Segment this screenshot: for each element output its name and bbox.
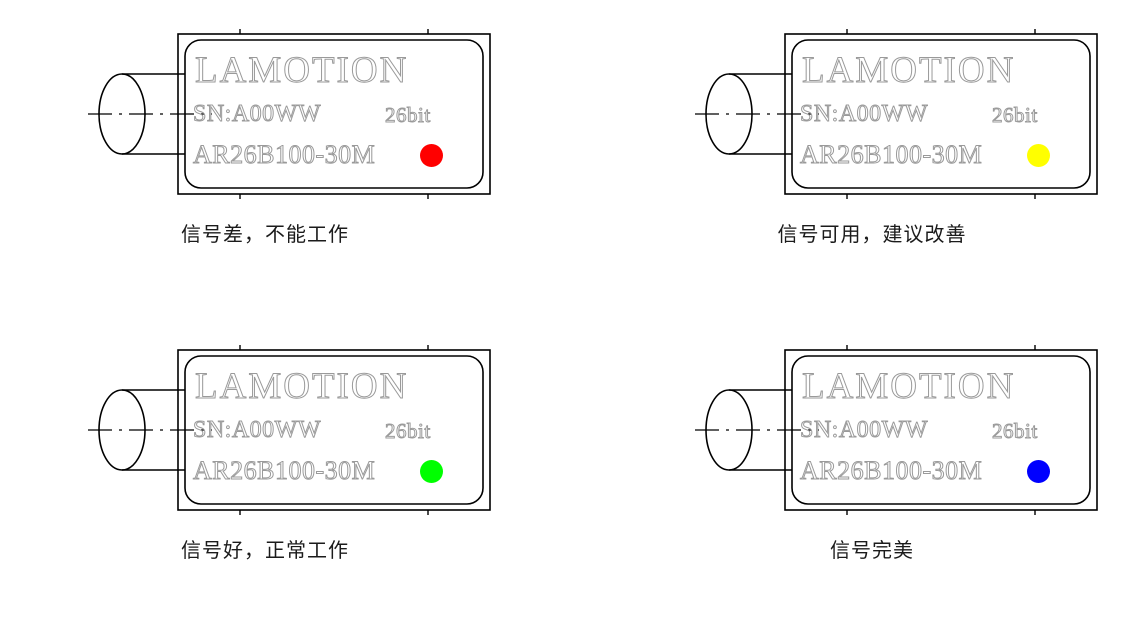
- encoder-outline-svg: [695, 29, 1098, 199]
- housing-inner-rect: [791, 355, 1091, 505]
- encoder-device-drawing: LAMOTION SN:A00WW 26bit AR26B100-30M: [637, 22, 1107, 207]
- status-led-indicator: [1027, 460, 1050, 483]
- encoder-device-drawing: LAMOTION SN:A00WW 26bit AR26B100-30M: [637, 338, 1107, 523]
- encoder-outline-svg: [88, 29, 491, 199]
- encoder-outline-svg: [88, 345, 491, 515]
- housing-edge-notches: [846, 345, 1036, 515]
- encoder-outline-svg: [695, 345, 1098, 515]
- status-caption: 信号差，不能工作: [181, 222, 349, 246]
- status-led-indicator: [1027, 144, 1050, 167]
- housing-inner-rect: [184, 39, 484, 189]
- status-caption: 信号完美: [830, 538, 914, 562]
- housing-outer-rect: [784, 33, 1098, 195]
- housing-outer-rect: [177, 349, 491, 511]
- encoder-figure-green: LAMOTION SN:A00WW 26bit AR26B100-30M 信号好…: [30, 338, 550, 638]
- housing-outer-rect: [177, 33, 491, 195]
- housing-edge-notches: [846, 29, 1036, 199]
- housing-outer-rect: [784, 349, 1098, 511]
- encoder-figure-yellow: LAMOTION SN:A00WW 26bit AR26B100-30M 信号可…: [637, 22, 1143, 322]
- encoder-figure-red: LAMOTION SN:A00WW 26bit AR26B100-30M 信号差…: [30, 22, 550, 322]
- housing-edge-notches: [239, 345, 429, 515]
- housing-inner-rect: [184, 355, 484, 505]
- encoder-figure-blue: LAMOTION SN:A00WW 26bit AR26B100-30M 信号完…: [637, 338, 1143, 638]
- status-led-indicator: [420, 144, 443, 167]
- housing-edge-notches: [239, 29, 429, 199]
- encoder-device-drawing: LAMOTION SN:A00WW 26bit AR26B100-30M: [30, 338, 500, 523]
- housing-inner-rect: [791, 39, 1091, 189]
- status-led-indicator: [420, 460, 443, 483]
- status-caption: 信号可用，建议改善: [777, 222, 967, 246]
- status-caption: 信号好，正常工作: [181, 538, 349, 562]
- encoder-device-drawing: LAMOTION SN:A00WW 26bit AR26B100-30M: [30, 22, 500, 207]
